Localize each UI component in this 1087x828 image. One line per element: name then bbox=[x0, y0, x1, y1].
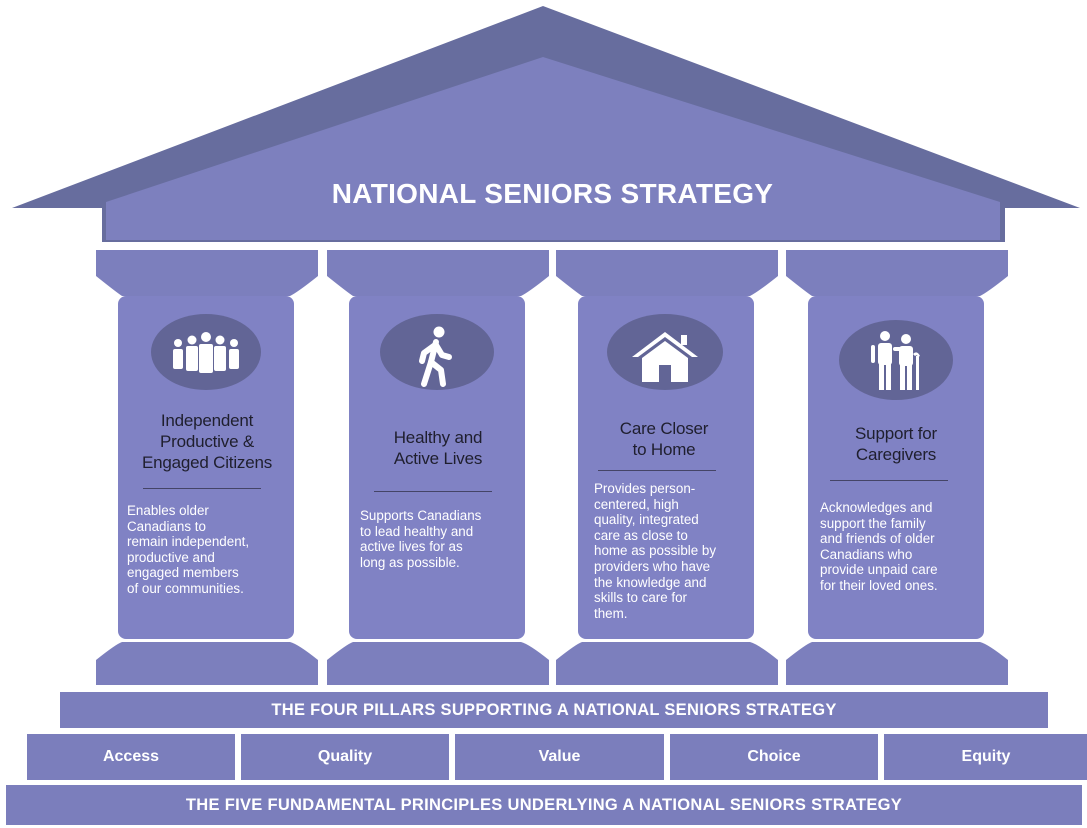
pillar-1-description: Enables older Canadians to remain indepe… bbox=[127, 503, 292, 597]
pillar-2-capital bbox=[327, 250, 549, 272]
pillar-2-desc-line: to lead healthy and bbox=[360, 523, 474, 539]
pillar-1-desc-line: Canadians to bbox=[127, 518, 206, 534]
pillar-1-title-line: Productive & bbox=[160, 432, 254, 451]
principles-band-text: THE FIVE FUNDAMENTAL PRINCIPLES UNDERLYI… bbox=[185, 796, 903, 814]
pillar-3-desc-line: Provides person- bbox=[594, 481, 696, 496]
pillar-1-capital-curve bbox=[96, 272, 318, 296]
pillar-2-desc-line: long as possible. bbox=[360, 554, 460, 570]
pillar-1-shaft bbox=[118, 296, 294, 639]
pillar-1-icon-area bbox=[117, 312, 295, 394]
pillar-4-desc-line: support the family bbox=[820, 515, 926, 531]
pillar-3-shaft bbox=[578, 296, 754, 639]
pillar-3-divider bbox=[598, 470, 716, 471]
pillar-3-desc-line: skills to care for bbox=[594, 590, 688, 606]
pillars-band-text: THE FOUR PILLARS SUPPORTING A NATIONAL S… bbox=[271, 701, 837, 719]
pillar-3-title-line: Care Closer bbox=[619, 419, 709, 438]
pillar-1-capital bbox=[96, 250, 318, 272]
pillar-3-plinth bbox=[556, 663, 778, 685]
pillar-4-desc-line: and friends of older bbox=[820, 531, 935, 547]
caregiver-and-senior-icon bbox=[839, 320, 953, 400]
pillar-4-desc-line: Acknowledges and bbox=[820, 500, 933, 515]
pillar-3-desc-line: quality, integrated bbox=[594, 512, 699, 528]
principle-label: Equity bbox=[961, 748, 1011, 765]
pillar-4-title-line: Caregivers bbox=[855, 445, 937, 464]
pillar-2-desc-line: Supports Canadians bbox=[360, 508, 482, 523]
pillar-3-capital-curve bbox=[556, 272, 778, 296]
pillar-3-desc-line: home as possible by bbox=[594, 543, 717, 559]
principle-label: Quality bbox=[317, 748, 373, 765]
pillar-2-icon-area bbox=[348, 312, 526, 394]
principle-access: Access bbox=[27, 734, 235, 780]
columns-layer bbox=[96, 250, 1008, 685]
pillar-2-title-line: Healthy and bbox=[393, 428, 483, 447]
pillar-3-desc-line: them. bbox=[594, 605, 628, 621]
group-of-people-icon bbox=[151, 314, 261, 390]
principle-label: Choice bbox=[747, 748, 801, 765]
pillar-3-desc-line: centered, high bbox=[594, 496, 679, 512]
pillar-3-title-line: to Home bbox=[632, 440, 696, 459]
pillar-3-desc-line: the knowledge and bbox=[594, 574, 707, 590]
pillar-1-desc-line: Enables older bbox=[127, 503, 209, 518]
roof bbox=[12, 6, 1080, 242]
pillar-4-capital bbox=[786, 250, 1008, 272]
pillar-1-desc-line: engaged members bbox=[127, 565, 239, 581]
columns-group bbox=[96, 250, 1008, 685]
house-icon bbox=[607, 314, 723, 390]
pillar-2-shaft bbox=[349, 296, 525, 639]
pillar-4-desc-line: provide unpaid care bbox=[820, 562, 938, 578]
pillar-1-base-curve bbox=[96, 642, 318, 663]
pillar-2-desc-line: active lives for as bbox=[360, 539, 463, 555]
pillar-3-desc-line: care as close to bbox=[594, 527, 688, 543]
pillar-2-base-curve bbox=[327, 642, 549, 663]
pillar-4-base-curve bbox=[786, 642, 1008, 663]
pillar-2-title-line: Active Lives bbox=[393, 449, 483, 468]
pillar-4-plinth bbox=[786, 663, 1008, 685]
principle-quality: Quality bbox=[241, 734, 449, 780]
pillar-4-divider bbox=[830, 480, 948, 481]
strategy-title: NATIONAL SENIORS STRATEGY bbox=[331, 178, 774, 209]
pillar-4-icon-area bbox=[807, 316, 985, 404]
roof-inner bbox=[106, 57, 1000, 240]
pillar-1-divider bbox=[143, 488, 261, 489]
pillar-1-title-line: Independent bbox=[160, 411, 254, 430]
pillar-3-title: Care Closer to Home bbox=[578, 418, 750, 460]
pillar-1-title-line: Engaged Citizens bbox=[141, 453, 273, 472]
pillar-2-divider bbox=[374, 491, 492, 492]
pillar-4-title: Support for Caregivers bbox=[808, 423, 984, 465]
pillar-3-desc-line: providers who have bbox=[594, 558, 711, 574]
principle-equity: Equity bbox=[884, 734, 1087, 780]
pillar-1-desc-line: remain independent, bbox=[127, 534, 250, 550]
pillar-2-title: Healthy and Active Lives bbox=[352, 427, 524, 469]
pillar-2-description: Supports Canadians to lead healthy and a… bbox=[360, 508, 522, 570]
pillar-3-capital bbox=[556, 250, 778, 272]
pillar-2-capital-curve bbox=[327, 272, 549, 296]
pillars-band: THE FOUR PILLARS SUPPORTING A NATIONAL S… bbox=[60, 692, 1048, 728]
principle-value: Value bbox=[455, 734, 664, 780]
pillar-1-desc-line: productive and bbox=[127, 549, 215, 565]
pillar-4-capital-curve bbox=[786, 272, 1008, 296]
pillar-1-desc-line: of our communities. bbox=[127, 580, 244, 596]
walking-person-icon bbox=[380, 314, 494, 390]
principle-label: Value bbox=[538, 748, 581, 765]
pillar-3-base-curve bbox=[556, 642, 778, 663]
principle-label: Access bbox=[102, 748, 160, 765]
pillar-3-description: Provides person- centered, high quality,… bbox=[594, 481, 756, 621]
pillar-2-plinth bbox=[327, 663, 549, 685]
pillar-4-title-line: Support for bbox=[855, 424, 937, 443]
pillar-3-icon-area bbox=[577, 312, 755, 394]
pillar-1-title: Independent Productive & Engaged Citizen… bbox=[124, 410, 290, 473]
principle-choice: Choice bbox=[670, 734, 878, 780]
pillar-1-plinth bbox=[96, 663, 318, 685]
pillar-4-desc-line: for their loved ones. bbox=[820, 577, 938, 593]
pillar-4-desc-line: Canadians who bbox=[820, 546, 913, 562]
pillar-4-description: Acknowledges and support the family and … bbox=[820, 500, 985, 594]
principles-band: THE FIVE FUNDAMENTAL PRINCIPLES UNDERLYI… bbox=[6, 785, 1082, 825]
